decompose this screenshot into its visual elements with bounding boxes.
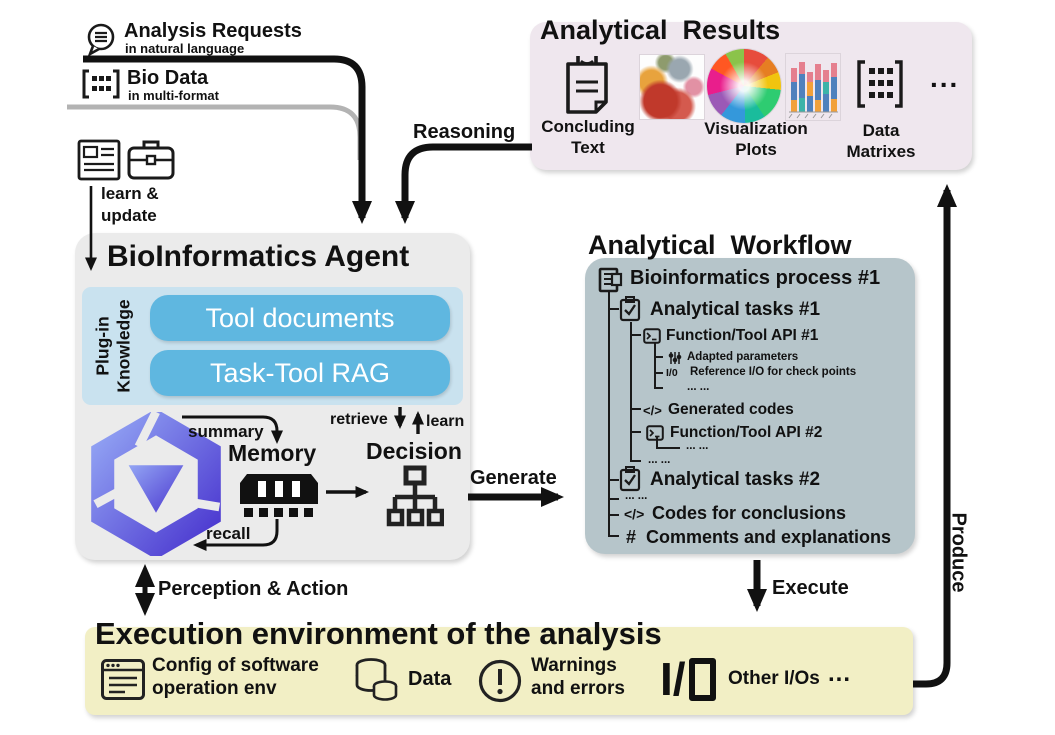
sliders-icon [668, 351, 682, 365]
tasks-clipboard-icon [619, 296, 641, 322]
workflow-row-process: Bioinformatics process #1 [630, 267, 881, 289]
tree-connector-tick [608, 498, 619, 500]
stacked-bar-thumbnail [786, 54, 840, 120]
data-matrix-icon [854, 58, 906, 110]
decision-label: Decision [366, 438, 462, 464]
tree-connector-tick [608, 308, 619, 310]
visualization-plots-caption: Visualization Plots [704, 119, 808, 160]
memory-label: Memory [228, 440, 317, 466]
perception-action-label: Perception & Action [158, 578, 349, 600]
data-caption: Data [408, 668, 452, 690]
reasoning-label: Reasoning [413, 121, 516, 143]
data-matrixes-caption: Data Matrixes [846, 121, 916, 162]
workflow-row-tasks2: Analytical tasks #2 [650, 469, 821, 490]
news-icon [76, 138, 122, 182]
process-icon [597, 266, 623, 294]
analysis-requests-sublabel: in natural language [125, 41, 245, 56]
learn-update-label-line2: update [101, 206, 157, 225]
concluding-text-caption: Concluding Text [541, 117, 635, 158]
bio-data-sublabel: in multi-format [128, 88, 219, 103]
terminal-icon [643, 328, 661, 344]
workflow-row-dots-a: ... ... [687, 381, 710, 393]
terminal-icon [646, 425, 664, 441]
tree-connector-tick [608, 514, 619, 516]
briefcase-icon [126, 136, 176, 182]
tree-connector-v3 [654, 343, 656, 388]
execute-label: Execute [772, 577, 849, 599]
tree-connector-tick [656, 447, 680, 449]
workflow-row-dots-c: ... ... [648, 454, 671, 466]
analytical-workflow-title: Analytical Workflow [588, 230, 852, 260]
tree-connector-tick [654, 356, 663, 358]
tree-connector-v4 [656, 437, 658, 448]
reasoning-arrow [395, 143, 532, 224]
tasks-clipboard-icon [619, 466, 641, 492]
tree-connector-v1 [608, 292, 610, 537]
agent-logo [84, 412, 228, 556]
tree-connector-tick [654, 387, 663, 389]
tissue-plot-thumbnail [640, 55, 704, 119]
workflow-row-conclusions: Codes for conclusions [652, 503, 847, 523]
workflow-row-refio: Reference I/O for check points [690, 366, 857, 378]
warnings-caption: Warnings and errors [531, 655, 625, 699]
memory-ram-icon [236, 468, 322, 520]
tree-connector-tick [630, 408, 641, 410]
code-icon: </> [624, 506, 645, 522]
workflow-row-params: Adapted parameters [687, 351, 799, 363]
generate-label: Generate [470, 467, 557, 489]
plugin-knowledge-vertical-label: Plug-in Knowledge [93, 299, 134, 393]
warning-icon [477, 658, 523, 704]
task-tool-rag-pill: Task-Tool RAG [150, 350, 450, 396]
config-window-icon [100, 658, 146, 702]
tree-connector-tick [654, 372, 663, 374]
learn-label: learn [426, 413, 465, 430]
tree-connector-v2 [630, 322, 632, 462]
io-small-icon: I/0 [666, 367, 678, 379]
tree-connector-tick [630, 334, 641, 336]
database-icon [352, 656, 402, 708]
agent-title: BioInformatics Agent [107, 240, 410, 273]
workflow-row-tasks1: Analytical tasks #1 [650, 299, 821, 320]
results-ellipsis: ... [930, 62, 960, 93]
bio-data-label: Bio Data [127, 67, 209, 89]
other-io-caption: Other I/Os [728, 668, 820, 689]
workflow-row-api2: Function/Tool API #2 [670, 424, 823, 441]
bio-data-matrix-icon [80, 68, 122, 100]
tree-connector-tick [630, 460, 641, 462]
execution-environment-title: Execution environment of the analysis [95, 616, 662, 651]
tree-connector-tick [608, 535, 619, 537]
produce-label: Produce [947, 512, 970, 593]
retrieve-label: retrieve [330, 411, 388, 428]
summary-label: summary [188, 422, 264, 441]
workflow-row-generated: Generated codes [668, 401, 794, 418]
learn-update-label-line1: learn & [101, 184, 159, 203]
workflow-row-dots-d: ... ... [625, 490, 648, 502]
workflow-row-dots-b: ... ... [686, 440, 709, 452]
analysis-requests-label: Analysis Requests [124, 20, 302, 42]
workflow-row-comments: Comments and explanations [646, 527, 892, 547]
workflow-row-api1: Function/Tool API #1 [666, 327, 819, 344]
execution-ellipsis: ... [828, 660, 852, 687]
hash-icon: # [626, 527, 637, 547]
code-icon: </> [643, 403, 662, 418]
tool-documents-pill: Tool documents [150, 295, 450, 341]
produce-arrow [913, 184, 957, 688]
config-caption: Config of software operation env [152, 655, 319, 699]
io-big-icon: I/ [660, 652, 716, 706]
analytical-results-title: Analytical Results [540, 15, 781, 45]
chat-bubble-icon [84, 22, 120, 58]
tree-connector-tick [608, 479, 619, 481]
chord-diagram-thumbnail [707, 49, 781, 123]
tree-connector-tick [630, 431, 641, 433]
recall-label: recall [206, 524, 251, 543]
concluding-text-clipboard-icon [558, 52, 616, 118]
decision-tree-icon [386, 464, 444, 544]
